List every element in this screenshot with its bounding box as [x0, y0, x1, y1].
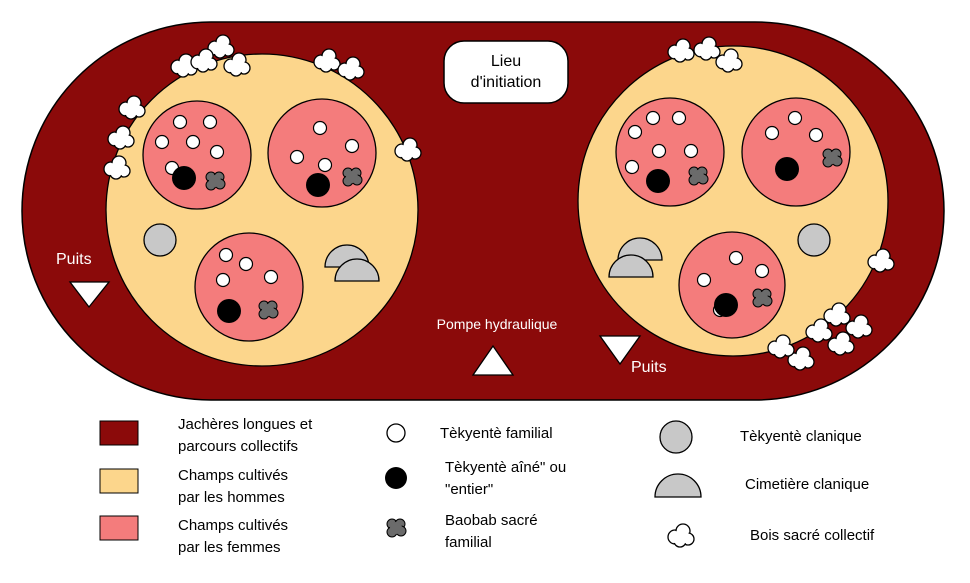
legend-tekyente-aine-1: Tèkyentè aîné" ou	[445, 459, 566, 476]
legend-cimetiere: Cimetière clanique	[745, 476, 869, 493]
legend-baobab-1: Baobab sacré	[445, 512, 538, 529]
legend-swatch-champs-femmes	[99, 515, 139, 541]
puits-left-icon	[68, 281, 111, 309]
legend-tekyente-clanique-icon	[659, 420, 693, 454]
legend-champs-femmes-1: Champs cultivés	[178, 517, 288, 534]
tekyente-familial-markers	[154, 110, 824, 318]
legend-tekyente-aine-2: "entier"	[445, 481, 493, 498]
puits-left-label: Puits	[56, 251, 92, 268]
legend-bois-sacre: Bois sacré collectif	[750, 527, 875, 544]
legend-baobab-2: familial	[445, 534, 492, 551]
legend-swatch-jacheres	[99, 420, 139, 446]
legend-tekyente-familial: Tèkyentè familial	[440, 425, 553, 442]
legend-jacheres-2: parcours collectifs	[178, 438, 298, 455]
lieu-initiation: Lieu d'initiation	[443, 40, 569, 104]
tekyente-clanique-markers	[143, 223, 831, 257]
pompe-label: Pompe hydraulique	[437, 316, 558, 332]
legend-tekyente-clanique: Tèkyentè clanique	[740, 428, 862, 445]
tekyente-aine-markers	[172, 157, 799, 323]
legend-swatch-champs-hommes	[99, 468, 139, 494]
legend-cimetiere-icon	[654, 473, 702, 498]
puits-right-label: Puits	[631, 359, 667, 376]
legend-champs-femmes-2: par les femmes	[178, 539, 281, 556]
pompe-icon	[471, 344, 515, 376]
legend-tekyente-aine-icon	[385, 467, 407, 489]
legend-bois-sacre-icon	[667, 523, 695, 548]
puits-right-icon	[598, 335, 642, 366]
legend: Jachères longues et parcours collectifs …	[99, 416, 875, 556]
legend-jacheres-1: Jachères longues et	[178, 416, 313, 433]
initiation-label-2: d'initiation	[471, 74, 542, 91]
legend-baobab-icon	[386, 518, 407, 538]
legend-champs-hommes-1: Champs cultivés	[178, 467, 288, 484]
legend-champs-hommes-2: par les hommes	[178, 489, 285, 506]
legend-tekyente-familial-icon	[386, 423, 406, 443]
initiation-label-1: Lieu	[491, 53, 521, 70]
